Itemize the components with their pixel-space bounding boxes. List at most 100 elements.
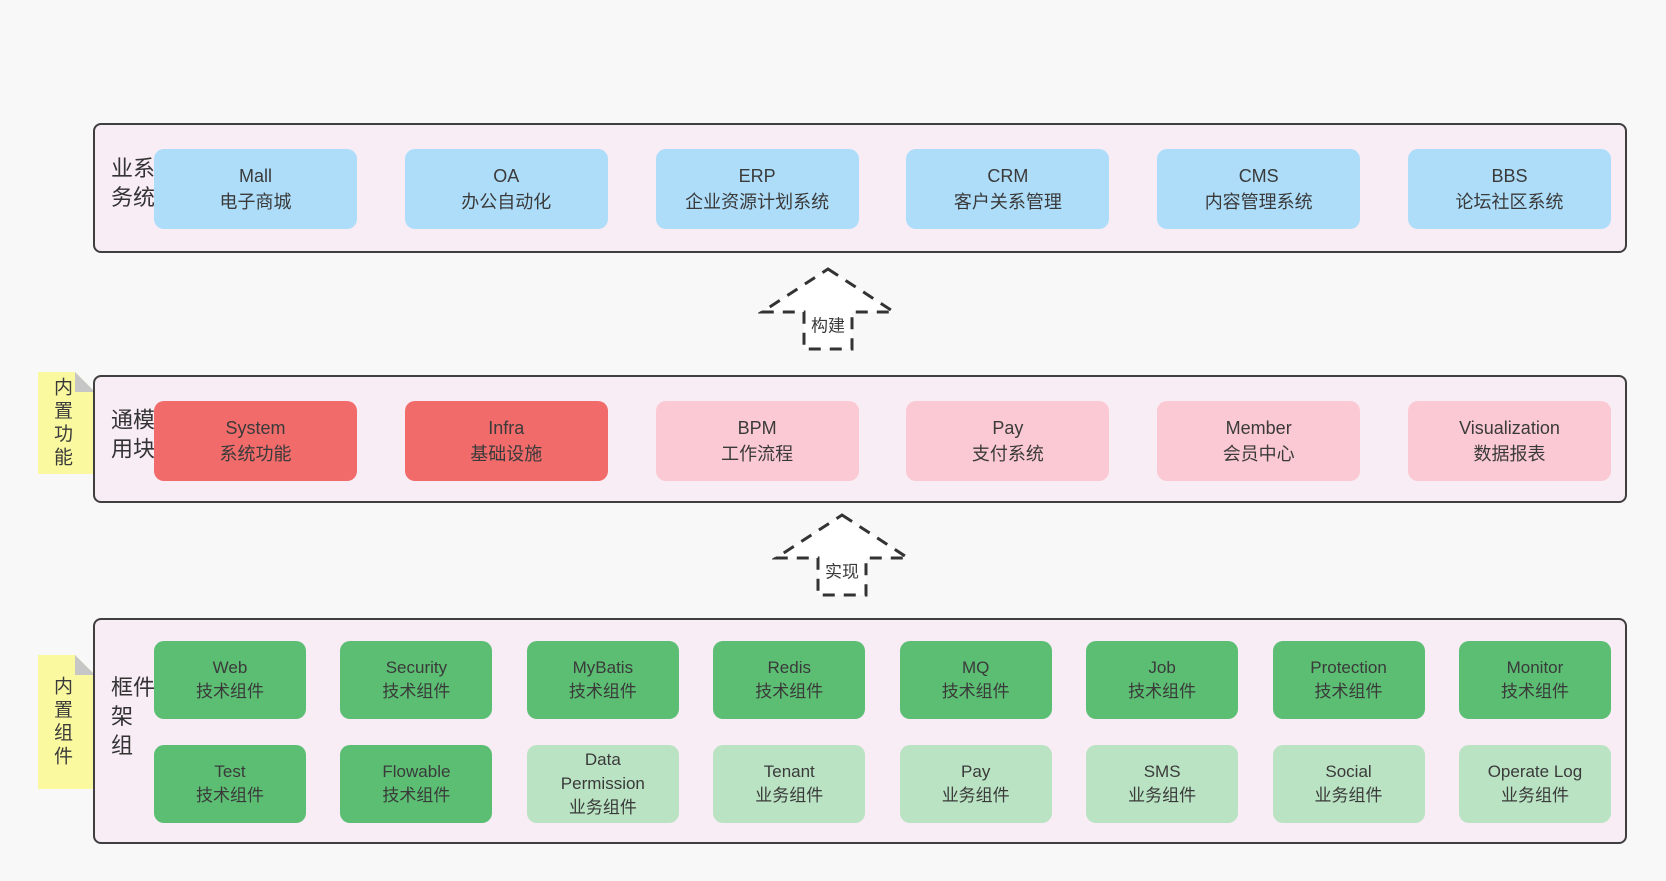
up-arrow-icon	[772, 513, 912, 597]
box-title-zh: 会员中心	[1222, 444, 1295, 464]
box-title-en: Flowable	[382, 762, 451, 781]
box-title-en: Operate Log	[1487, 762, 1583, 781]
box-title-zh: 技术组件	[196, 786, 264, 805]
components-box-row-1: Web 技术组件 Security 技术组件 MyBatis 技术组件 Redi…	[154, 641, 1611, 719]
box-title-zh: 业务组件	[568, 798, 637, 817]
component-box-data-permission: Data Permission 业务组件	[526, 745, 679, 823]
box-title-en: SMS	[1143, 762, 1181, 781]
box-title-en: CMS	[1238, 166, 1279, 186]
box-title-zh: 论坛社区系统	[1455, 192, 1564, 212]
component-box-test: Test 技术组件	[154, 745, 306, 823]
box-title-zh: 电子商城	[219, 192, 292, 212]
components-box-row-2: Test 技术组件 Flowable 技术组件 Data Permission …	[154, 745, 1611, 823]
sticky-note-built-in-features: 内置功能	[38, 372, 95, 474]
component-box-social: Social 业务组件	[1272, 745, 1425, 823]
box-title-en: BPM	[737, 418, 777, 438]
box-title-en: Redis	[767, 658, 811, 677]
component-box-operate-log: Operate Log 业务组件	[1458, 745, 1611, 823]
component-box-job: Job 技术组件	[1086, 641, 1239, 719]
sticky-note-label: 内置组件	[51, 675, 72, 769]
box-title-zh: 工作流程	[721, 444, 794, 464]
box-title-en: Visualization	[1459, 418, 1560, 438]
box-title-zh: 业务组件	[755, 786, 824, 805]
box-title-en: Data Permission	[560, 750, 645, 793]
layer-side-label: 业务系统	[108, 156, 155, 215]
box-title-zh: 客户关系管理	[953, 192, 1062, 212]
box-title-zh: 技术组件	[568, 682, 637, 701]
box-title-en: Mall	[238, 166, 272, 186]
box-title-en: Social	[1325, 762, 1372, 781]
box-title-en: Pay	[992, 418, 1024, 438]
box-title-en: CRM	[987, 166, 1029, 186]
component-box-mybatis: MyBatis 技术组件	[526, 641, 679, 719]
box-title-en: System	[225, 418, 286, 438]
box-title-en: Monitor	[1506, 658, 1564, 677]
box-title-en: Protection	[1310, 658, 1387, 677]
box-title-zh: 基础设施	[470, 444, 543, 464]
component-box-mq: MQ 技术组件	[899, 641, 1052, 719]
box-title-en: MQ	[961, 658, 990, 677]
component-box-web: Web 技术组件	[154, 641, 306, 719]
sticky-note-label: 内置功能	[51, 376, 72, 470]
layer-business-systems: 业务系统 Mall 电子商城 OA 办公自动化 ERP 企业资源计划系统 CRM…	[93, 123, 1627, 253]
box-title-en: Member	[1225, 418, 1292, 438]
module-box-infra: Infra 基础设施	[404, 401, 608, 481]
box-title-zh: 内容管理系统	[1204, 192, 1313, 212]
module-box-system: System 系统功能	[154, 401, 357, 481]
module-box-pay: Pay 支付系统	[906, 401, 1110, 481]
component-box-pay: Pay 业务组件	[899, 745, 1052, 823]
box-title-en: Job	[1148, 658, 1176, 677]
box-title-zh: 技术组件	[196, 682, 264, 701]
sticky-note-built-in-components: 内置组件	[38, 655, 95, 789]
business-box-row: Mall 电子商城 OA 办公自动化 ERP 企业资源计划系统 CRM 客户关系…	[154, 149, 1611, 229]
component-box-sms: SMS 业务组件	[1086, 745, 1239, 823]
arrow-implement: 实现	[772, 512, 912, 598]
component-box-flowable: Flowable 技术组件	[340, 745, 493, 823]
up-arrow-icon	[758, 267, 898, 351]
business-box-cms: CMS 内容管理系统	[1157, 149, 1361, 229]
box-title-en: MyBatis	[572, 658, 634, 677]
arrow-build: 构建	[758, 266, 898, 352]
box-title-en: Security	[385, 658, 448, 677]
box-title-en: ERP	[738, 166, 776, 186]
box-title-en: OA	[493, 166, 520, 186]
business-box-crm: CRM 客户关系管理	[906, 149, 1110, 229]
box-title-zh: 企业资源计划系统	[685, 192, 830, 212]
business-box-erp: ERP 企业资源计划系统	[655, 149, 859, 229]
module-box-bpm: BPM 工作流程	[655, 401, 859, 481]
box-title-zh: 业务组件	[941, 786, 1010, 805]
box-title-zh: 技术组件	[382, 786, 451, 805]
box-title-zh: 技术组件	[1128, 682, 1197, 701]
component-box-protection: Protection 技术组件	[1272, 641, 1425, 719]
component-box-security: Security 技术组件	[340, 641, 493, 719]
box-title-zh: 数据报表	[1473, 444, 1546, 464]
component-box-monitor: Monitor 技术组件	[1458, 641, 1611, 719]
arrow-label: 构建	[807, 311, 849, 337]
box-title-zh: 技术组件	[382, 682, 451, 701]
modules-box-row: System 系统功能 Infra 基础设施 BPM 工作流程 Pay 支付系统…	[154, 401, 1611, 481]
business-box-bbs: BBS 论坛社区系统	[1407, 149, 1611, 229]
component-box-redis: Redis 技术组件	[713, 641, 866, 719]
arrow-label: 实现	[821, 557, 863, 583]
box-title-zh: 技术组件	[1500, 682, 1569, 701]
layer-side-label: 通用模块	[108, 408, 155, 467]
box-title-en: Pay	[961, 762, 991, 781]
box-title-zh: 系统功能	[219, 444, 292, 464]
module-box-visualization: Visualization 数据报表	[1407, 401, 1611, 481]
box-title-zh: 技术组件	[755, 682, 824, 701]
box-title-zh: 技术组件	[941, 682, 1010, 701]
box-title-en: Test	[214, 762, 246, 781]
box-title-en: Tenant	[763, 762, 815, 781]
layer-framework-components: 框架组件 Web 技术组件 Security 技术组件 MyBatis 技术组件…	[93, 618, 1627, 844]
box-title-en: Infra	[488, 418, 525, 438]
box-title-en: BBS	[1491, 166, 1528, 186]
box-title-zh: 业务组件	[1314, 786, 1383, 805]
box-title-zh: 技术组件	[1314, 682, 1383, 701]
layer-side-label: 框架组件	[108, 675, 155, 763]
module-box-member: Member 会员中心	[1157, 401, 1361, 481]
box-title-zh: 业务组件	[1128, 786, 1197, 805]
component-box-tenant: Tenant 业务组件	[713, 745, 866, 823]
layer-common-modules: 通用模块 System 系统功能 Infra 基础设施 BPM 工作流程 Pay…	[93, 375, 1627, 503]
box-title-zh: 办公自动化	[461, 192, 552, 212]
